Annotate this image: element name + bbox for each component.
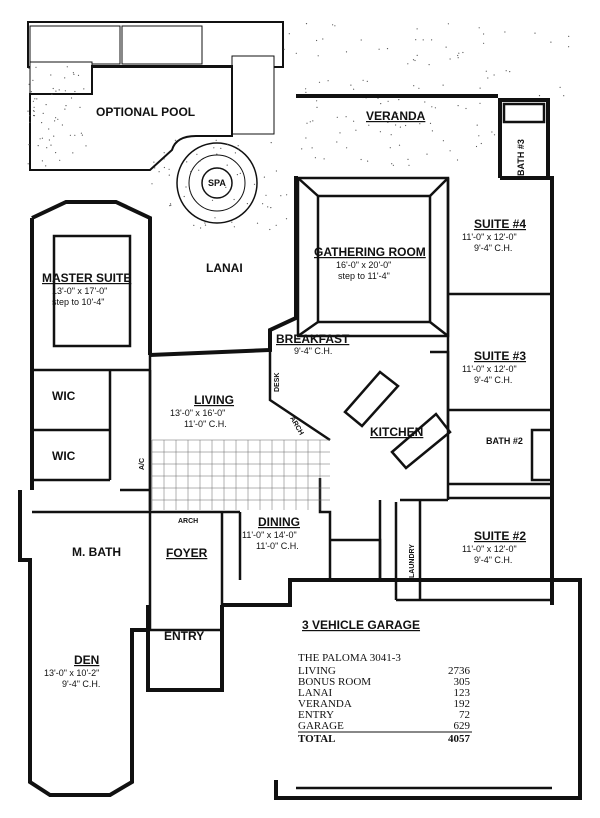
summary-row-label: LANAI [298,687,333,699]
summary-total-value: 4057 [448,733,471,745]
suite4-name: SUITE #4 [474,217,526,231]
bath3-label: BATH #3 [516,139,526,176]
summary-row-value: 192 [454,698,471,710]
suite2-name: SUITE #2 [474,529,526,543]
summary-row-label: BONUS ROOM [298,676,371,688]
suite3-ceiling: 9'-4" C.H. [474,375,512,385]
wic2-label: WIC [52,449,76,463]
master-ceiling: step to 10'-4" [52,297,104,307]
garage-label: 3 VEHICLE GARAGE [302,618,420,632]
summary-row: VERANDA 192 [298,698,470,710]
breakfast-ceiling: 9'-4" C.H. [294,346,332,356]
summary-row: LANAI 123 [298,687,471,699]
summary-row: BONUS ROOM 305 [298,676,471,688]
summary-row-label: GARAGE [298,720,344,732]
living-dims: 13'-0" x 16'-0" [170,408,225,418]
summary-row-value: 123 [454,687,471,699]
bath2-label: BATH #2 [486,436,523,446]
living-name: LIVING [194,393,234,407]
spa-label: SPA [208,178,226,188]
laundry-label: LAUNDRY [409,544,416,578]
desk-label: DESK [274,373,281,392]
summary-row-label: VERANDA [298,698,352,710]
suite3-dims: 11'-0" x 12'-0" [462,364,517,374]
gathering-name: GATHERING ROOM [314,245,426,259]
lanai-label: LANAI [206,261,243,275]
summary-row: LIVING 2736 [298,665,471,677]
gathering-ceiling: step to 11'-4" [338,271,390,281]
ac-label: A/C [139,458,146,470]
suite4-ceiling: 9'-4" C.H. [474,243,512,253]
arch1-label: ARCH [288,416,304,437]
summary-row-value: 72 [459,709,470,721]
breakfast-name: BREAKFAST [276,332,350,346]
summary-row-label: ENTRY [298,709,334,721]
veranda-label: VERANDA [366,109,426,123]
dining-dims: 11'-0" x 14'-0" [242,530,297,540]
wic1-label: WIC [52,389,76,403]
suite4-dims: 11'-0" x 12'-0" [462,232,517,242]
pool-label: OPTIONAL POOL [96,105,195,119]
area-summary: THE PALOMA 3041-3 LIVING 2736 BONUS ROOM… [298,652,472,745]
summary-row-label: LIVING [298,665,336,677]
master-dims: 13'-0" x 17'-0" [52,286,107,296]
gathering-dims: 16'-0" x 20'-0" [336,260,391,270]
summary-row: GARAGE 629 [298,720,471,732]
den-ceiling: 9'-4" C.H. [62,679,100,689]
den-dims: 13'-0" x 10'-2" [44,668,99,678]
summary-row: ENTRY 72 [298,709,470,721]
pool-deck [27,21,570,231]
summary-row-value: 305 [454,676,471,688]
arch2-label: ARCH [178,518,198,525]
floor-grid [151,439,330,510]
kitchen-label: KITCHEN [370,425,423,439]
room-labels: OPTIONAL POOL VERANDA SPA BATH #3 SUITE … [42,105,526,689]
master-name: MASTER SUITE [42,271,131,285]
entry-label: ENTRY [164,629,204,643]
den-name: DEN [74,653,99,667]
dining-ceiling: 11'-0" C.H. [256,541,299,551]
summary-title: THE PALOMA 3041-3 [298,652,401,664]
foyer-label: FOYER [166,546,208,560]
interior-walls [32,98,554,790]
suite2-dims: 11'-0" x 12'-0" [462,544,517,554]
summary-row-value: 2736 [448,665,471,677]
suite3-name: SUITE #3 [474,349,526,363]
living-ceiling: 11'-0" C.H. [184,419,227,429]
dining-name: DINING [258,515,300,529]
m-bath-label: M. BATH [72,545,121,559]
suite2-ceiling: 9'-4" C.H. [474,555,512,565]
summary-total-label: TOTAL [298,733,336,745]
summary-row-value: 629 [454,720,471,732]
